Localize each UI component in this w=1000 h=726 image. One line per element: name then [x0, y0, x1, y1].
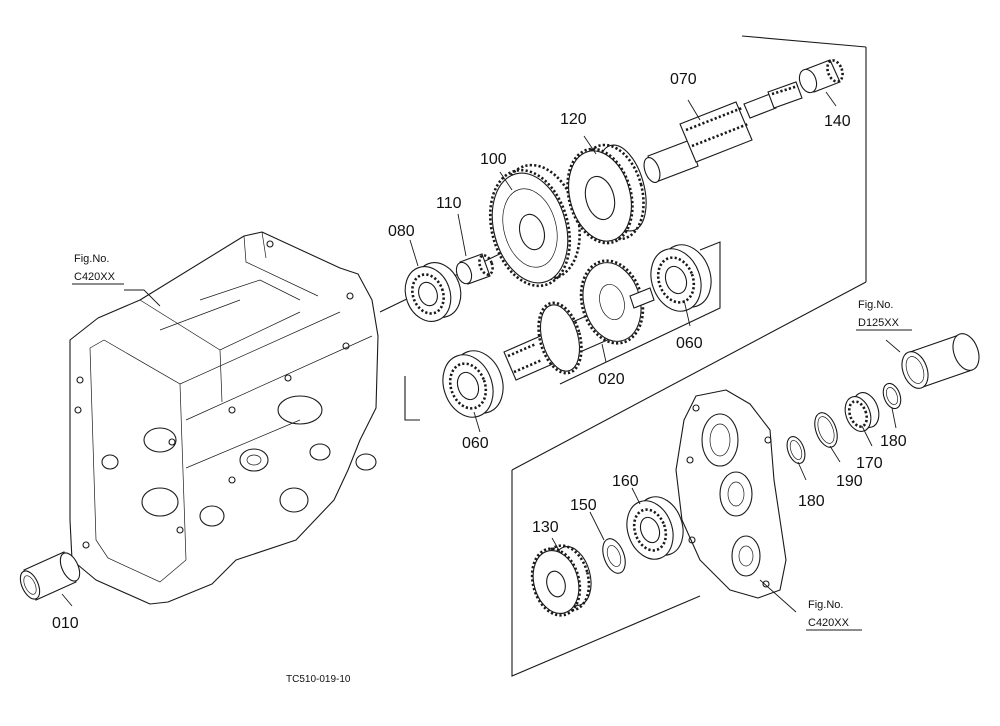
part-180-snap-ring-right	[882, 382, 902, 410]
figure-ref-housing-line2: C420XX	[74, 271, 116, 283]
leader-lines	[61, 91, 901, 613]
part-060-bearing-upper	[650, 244, 712, 312]
part-140-needle-bearing	[798, 59, 844, 94]
part-180-snap-ring-left	[786, 436, 806, 464]
transmission-housing	[69, 231, 379, 605]
label-070: 070	[670, 71, 697, 88]
label-010: 010	[52, 615, 79, 632]
group-frame-lower	[511, 281, 867, 677]
part-130-gear	[530, 544, 592, 617]
figure-ref-bushing-line1: Fig.No.	[858, 299, 893, 311]
part-150-washer	[602, 538, 626, 574]
label-020: 020	[598, 371, 625, 388]
label-190: 190	[836, 473, 863, 490]
label-170: 170	[856, 455, 883, 472]
part-010-bushing	[19, 551, 81, 601]
figure-ref-bushing-line2: D125XX	[858, 317, 900, 329]
figure-ref-cover-line1: Fig.No.	[808, 599, 843, 611]
part-110-needle-bearing	[455, 253, 494, 285]
part-100-gear	[488, 163, 581, 288]
part-labels: 010 020 060 060 070 080 100 110 120 130 …	[52, 71, 907, 632]
label-080: 080	[388, 223, 415, 240]
part-120-gear	[566, 143, 647, 245]
part-160-bearing	[626, 496, 684, 560]
figure-code: TC510-019-10	[286, 674, 351, 685]
part-020-countershaft	[503, 259, 655, 381]
label-130: 130	[532, 519, 559, 536]
part-190-ring	[814, 412, 838, 448]
label-180-right: 180	[880, 433, 907, 450]
label-060-upper: 060	[676, 335, 703, 352]
figure-ref-cover-line2: C420XX	[808, 617, 850, 629]
label-160: 160	[612, 473, 639, 490]
figure-ref-housing-line1: Fig.No.	[74, 253, 109, 265]
label-110: 110	[436, 195, 462, 212]
label-180-left: 180	[798, 493, 825, 510]
figure-reference-housing: Fig.No. C420XX	[72, 253, 124, 285]
label-060-lower: 060	[462, 435, 489, 452]
part-070-shaft	[643, 81, 803, 183]
label-100: 100	[480, 151, 507, 168]
part-080-bearing	[404, 262, 462, 322]
figure-reference-bushing: Fig.No. D125XX	[856, 299, 912, 331]
bushing-d125xx	[901, 333, 980, 389]
part-170-bearing	[844, 392, 880, 432]
label-150: 150	[570, 497, 597, 514]
rear-cover	[675, 389, 787, 599]
figure-reference-cover: Fig.No. C420XX	[806, 599, 862, 631]
label-140: 140	[824, 113, 851, 130]
label-120: 120	[560, 111, 587, 128]
part-060-bearing-lower	[442, 350, 504, 418]
